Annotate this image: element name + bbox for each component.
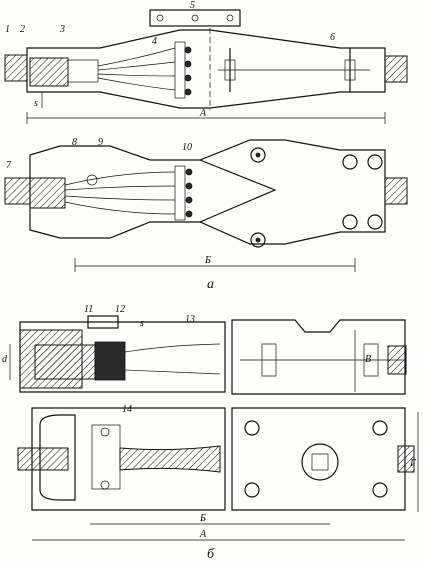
sleeve-body-b2 bbox=[31, 407, 226, 511]
sleeve-body-a1 bbox=[26, 29, 386, 109]
cable-left-a1 bbox=[4, 54, 28, 82]
callout-11: 11 bbox=[84, 304, 93, 315]
dim-B-b: Б bbox=[199, 513, 206, 524]
cable-right-a2 bbox=[384, 177, 408, 205]
callouts-a: 1 2 3 4 5 6 7 8 9 10 bbox=[5, 0, 335, 171]
cable-left-a2 bbox=[4, 177, 31, 205]
callout-6: 6 bbox=[330, 32, 335, 43]
clamp-ring bbox=[67, 59, 99, 83]
callout-5: 5 bbox=[190, 0, 195, 11]
view-b-section bbox=[9, 315, 407, 395]
callout-4: 4 bbox=[152, 36, 157, 47]
ferrule-12 bbox=[94, 341, 126, 381]
insulation-block bbox=[29, 57, 69, 87]
callout-7: 7 bbox=[6, 160, 12, 171]
panel-label-b: б bbox=[207, 547, 215, 562]
cable-core-b2 bbox=[17, 447, 69, 471]
dim-G-b: Г bbox=[409, 458, 416, 469]
connector-block bbox=[174, 41, 186, 99]
dim-A-b: A bbox=[199, 529, 207, 540]
dim-d-b: d bbox=[2, 354, 8, 365]
panel-label-a: а bbox=[207, 277, 214, 292]
callout-3: 3 bbox=[59, 24, 65, 35]
callout-9: 9 bbox=[98, 137, 103, 148]
wedge-10 bbox=[199, 159, 277, 223]
view-b-plan bbox=[17, 407, 419, 541]
sleeve-body-a2 bbox=[29, 139, 386, 245]
dimension-labels: s A Б d s В Г Б A bbox=[2, 98, 416, 540]
callout-1: 1 bbox=[5, 24, 10, 35]
clamp-14 bbox=[91, 424, 121, 490]
dim-B-a: Б bbox=[204, 255, 211, 266]
dim-V-b: В bbox=[365, 354, 371, 365]
dim-A-a: A bbox=[199, 108, 207, 119]
clamp-11 bbox=[87, 315, 119, 329]
callout-10: 10 bbox=[182, 142, 192, 153]
view-a-plan bbox=[4, 139, 408, 272]
callout-13: 13 bbox=[185, 314, 195, 325]
sleeve-body-b1-right bbox=[231, 319, 406, 395]
callout-12: 12 bbox=[115, 304, 125, 315]
view-a-section bbox=[4, 9, 408, 124]
callouts-b: 11 12 13 14 bbox=[84, 304, 195, 415]
cover-plate bbox=[149, 9, 241, 27]
callout-14: 14 bbox=[122, 404, 132, 415]
dim-s-a: s bbox=[34, 98, 38, 109]
callout-2: 2 bbox=[20, 24, 25, 35]
sleeve-body-b2-right bbox=[231, 407, 406, 511]
insulation-block-2 bbox=[29, 177, 66, 209]
cable-core-b1 bbox=[34, 344, 96, 380]
callout-8: 8 bbox=[72, 137, 77, 148]
cable-right-a1 bbox=[384, 55, 408, 83]
dim-s-b: s bbox=[140, 318, 144, 329]
